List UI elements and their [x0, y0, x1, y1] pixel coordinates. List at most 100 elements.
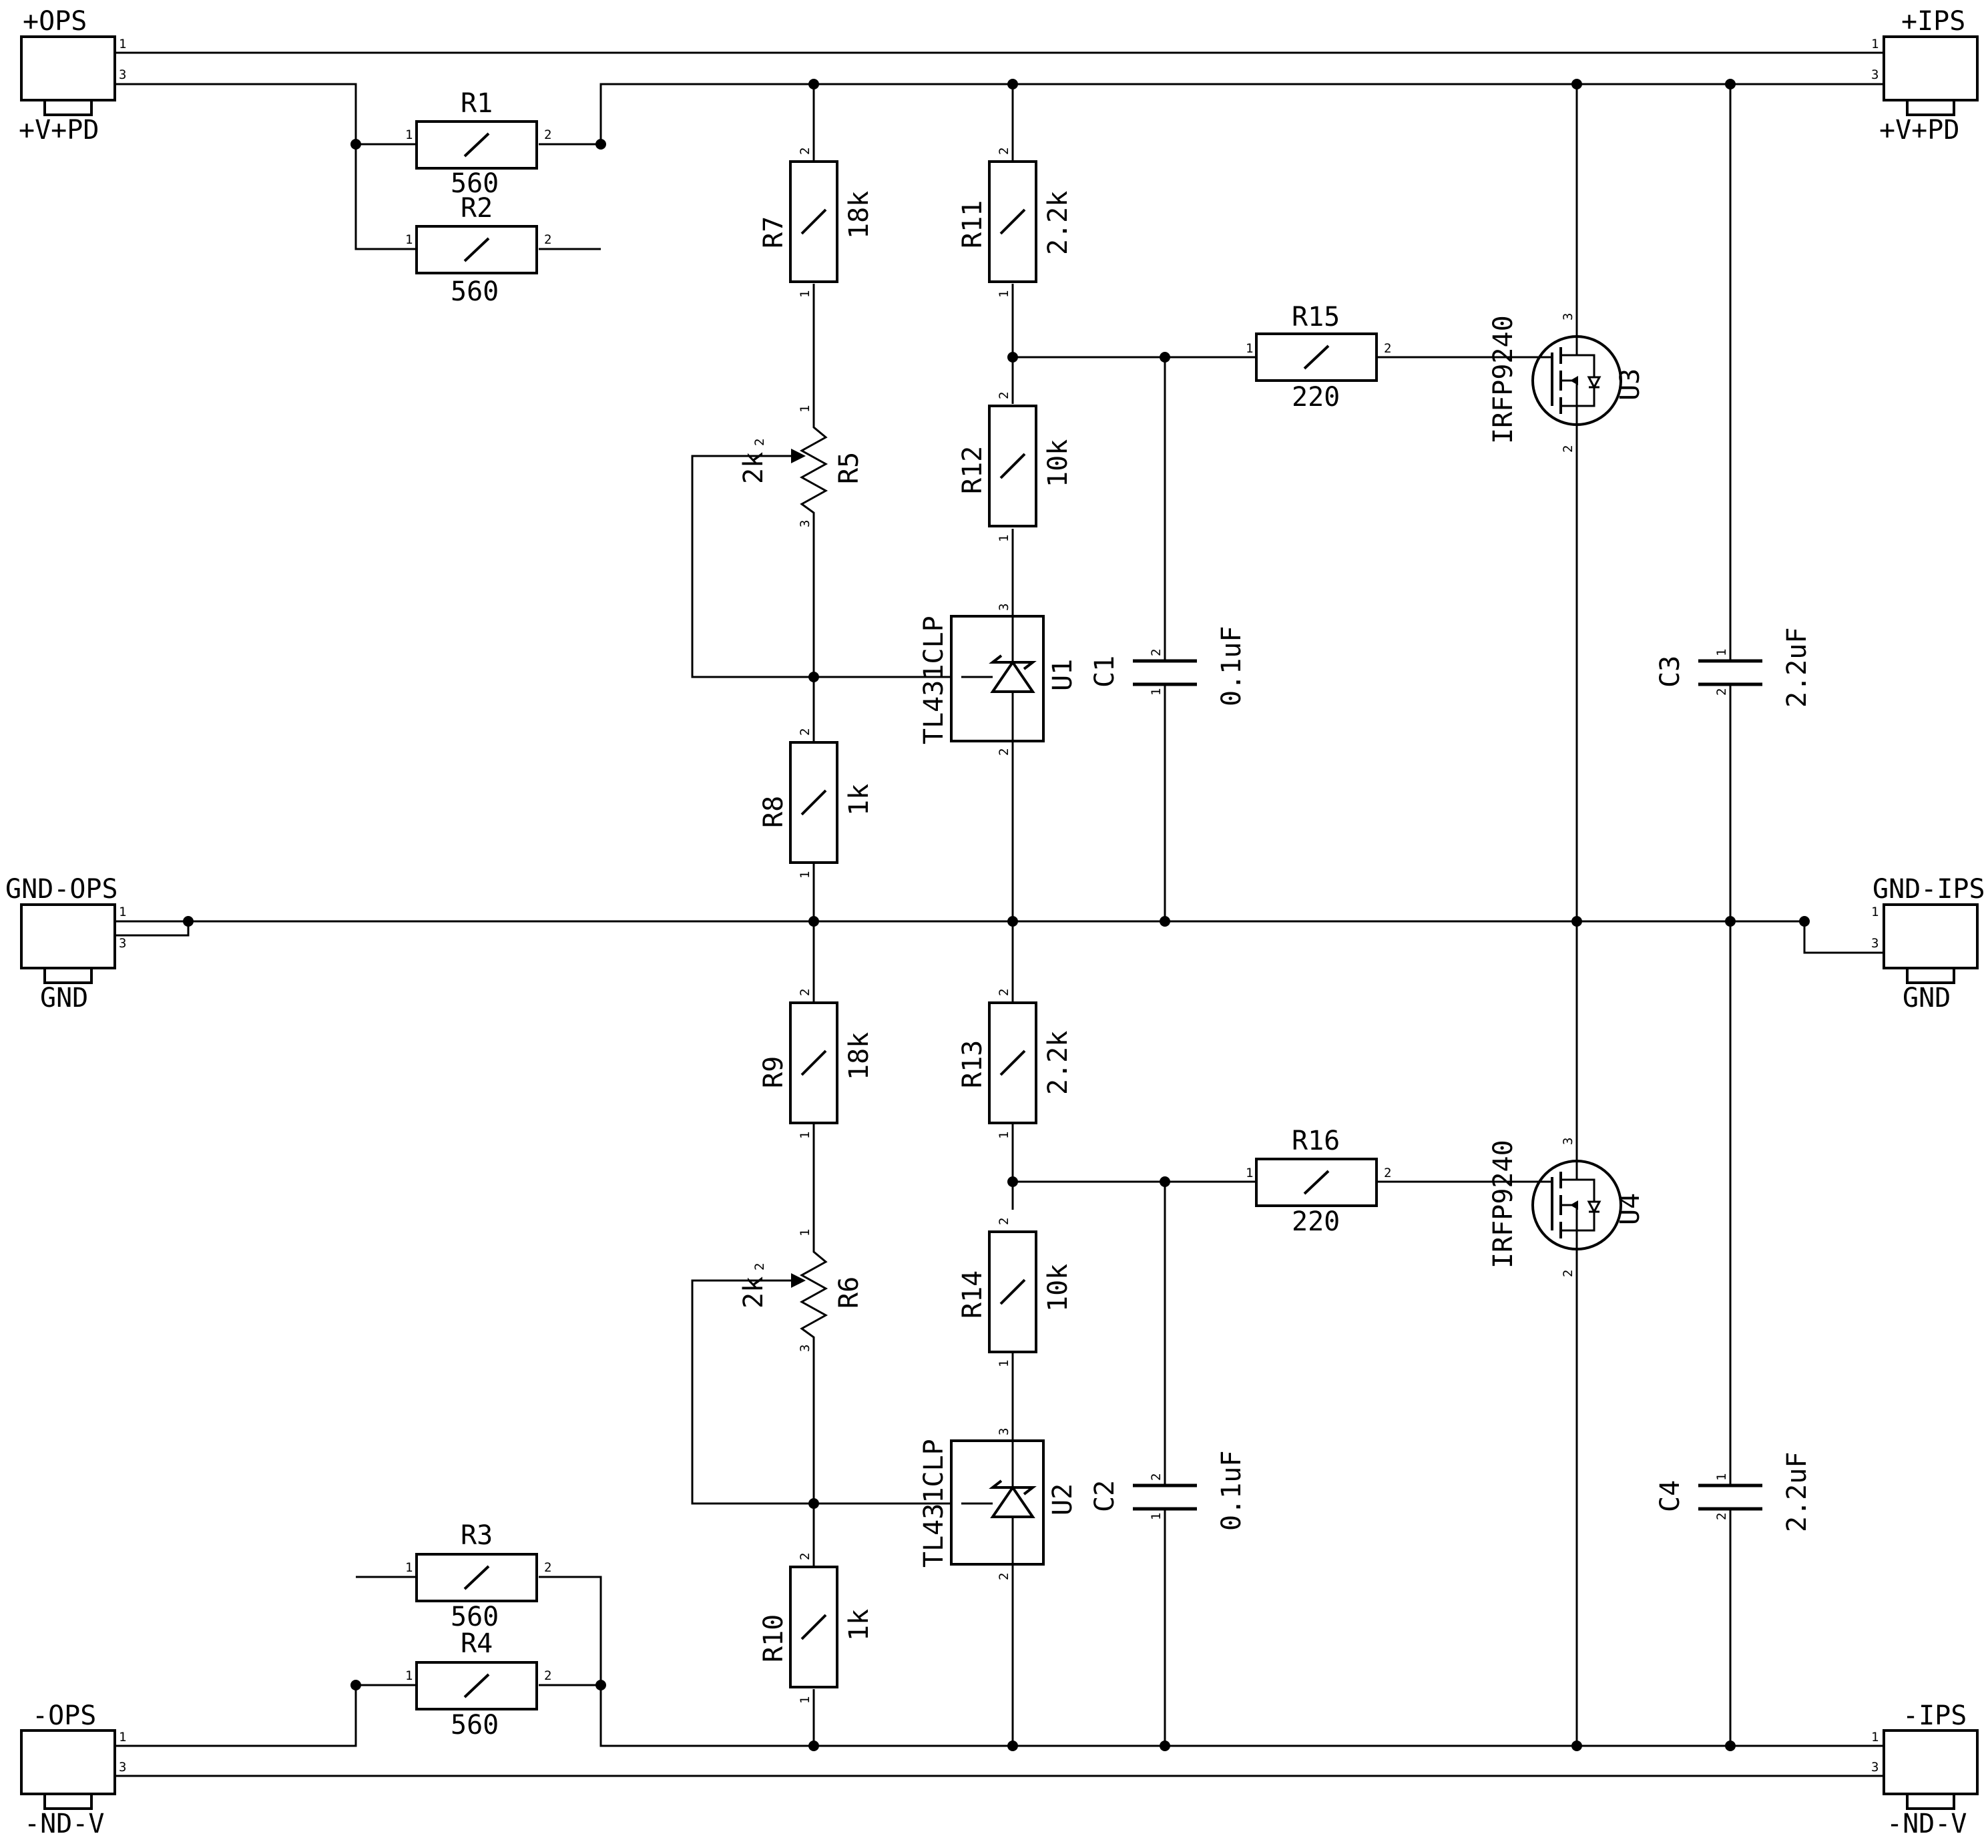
resistor-value: 220 — [1292, 1206, 1340, 1237]
connector-plus-ops: +OPS +V+PD 1 3 — [19, 6, 126, 146]
capacitor-ref: C3 — [1655, 656, 1686, 688]
resistor-r12: R12 10k 2 1 — [957, 392, 1073, 542]
regulator-ref: U1 — [1047, 659, 1078, 691]
resistor-r15: R15 220 1 2 — [1246, 302, 1391, 413]
resistor-value: 560 — [451, 168, 499, 199]
resistor-ref: R8 — [758, 796, 789, 828]
resistor-ref: R2 — [461, 193, 493, 224]
resistor-r1: R1 560 1 2 — [405, 88, 551, 199]
resistor-ref: R3 — [461, 1520, 493, 1551]
mosfet-ref: U4 — [1615, 1193, 1646, 1225]
pot-ref: R6 — [834, 1277, 864, 1309]
svg-text:1: 1 — [798, 1132, 812, 1139]
svg-text:1: 1 — [997, 1360, 1011, 1367]
svg-text:1: 1 — [405, 232, 413, 247]
svg-text:3: 3 — [119, 1760, 126, 1775]
svg-text:2: 2 — [798, 148, 812, 155]
resistor-r14: R14 10k 2 1 — [957, 1218, 1073, 1367]
svg-text:3: 3 — [119, 936, 126, 951]
svg-text:2: 2 — [798, 989, 812, 996]
resistor-r4: R4 560 1 2 — [405, 1628, 551, 1741]
connector-name: +OPS — [23, 6, 87, 37]
resistor-value: 220 — [1292, 382, 1340, 413]
capacitor-ref: C4 — [1655, 1480, 1686, 1512]
capacitor-value: 0.1uF — [1216, 626, 1247, 706]
svg-text:2: 2 — [997, 748, 1011, 756]
regulator-u1: TL431CLP U1 3 2 — [919, 604, 1078, 756]
resistor-r2: R2 560 1 2 — [405, 193, 551, 307]
regulator-part: TL431CLP — [919, 616, 949, 744]
connector-sub: -ND-V — [24, 1809, 104, 1839]
resistor-ref: R15 — [1292, 302, 1340, 332]
svg-text:3: 3 — [798, 520, 812, 527]
svg-text:2: 2 — [997, 1218, 1011, 1225]
svg-text:2: 2 — [544, 128, 551, 142]
svg-text:1: 1 — [1871, 1730, 1879, 1745]
resistor-value: 560 — [451, 1602, 499, 1632]
svg-text:2: 2 — [752, 1263, 767, 1270]
svg-text:1: 1 — [405, 128, 413, 142]
connector-minus-ops: -OPS -ND-V 1 3 — [20, 1700, 126, 1839]
svg-text:2: 2 — [544, 232, 551, 247]
svg-text:2: 2 — [1714, 1513, 1729, 1520]
capacitor-value: 2.2uF — [1782, 1452, 1812, 1532]
svg-text:2: 2 — [752, 439, 767, 446]
capacitor-ref: C2 — [1089, 1480, 1120, 1512]
connector-name: GND-OPS — [5, 874, 118, 905]
resistor-r16: R16 220 1 2 — [1246, 1126, 1391, 1237]
svg-text:1: 1 — [997, 535, 1011, 542]
resistor-ref: R4 — [461, 1628, 493, 1659]
mosfet-part: IRFP9240 — [1488, 1140, 1519, 1268]
resistor-r3: R3 560 1 2 — [405, 1520, 551, 1632]
svg-text:1: 1 — [798, 290, 812, 298]
capacitor-value: 2.2uF — [1782, 628, 1812, 708]
connector-plus-ips: +IPS +V+PD 1 3 — [1871, 6, 1979, 146]
potentiometer-r6: R6 2k 1 2 3 — [738, 1229, 864, 1352]
svg-text:2: 2 — [798, 728, 812, 736]
resistor-value: 1k — [844, 784, 875, 816]
svg-text:1: 1 — [798, 405, 812, 413]
svg-text:3: 3 — [1561, 313, 1575, 320]
svg-text:1: 1 — [798, 1229, 812, 1236]
mosfet-u3: IRFP9240 U3 3 2 — [1488, 313, 1646, 453]
svg-text:2: 2 — [544, 1668, 551, 1683]
svg-text:2: 2 — [544, 1560, 551, 1575]
connector-gnd-ops: GND-OPS GND 1 3 — [5, 874, 126, 1013]
regulator-ref: U2 — [1047, 1483, 1078, 1516]
svg-text:2: 2 — [798, 1553, 812, 1560]
mosfet-ref: U3 — [1615, 369, 1646, 401]
svg-text:3: 3 — [997, 1428, 1011, 1435]
svg-text:1: 1 — [1714, 1473, 1729, 1481]
resistor-ref: R7 — [758, 216, 789, 248]
pot-value: 2k — [738, 452, 769, 484]
svg-text:1: 1 — [119, 1730, 126, 1745]
svg-text:2: 2 — [997, 989, 1011, 996]
svg-text:1: 1 — [997, 290, 1011, 298]
svg-text:2: 2 — [1149, 1473, 1164, 1481]
svg-text:1: 1 — [1149, 688, 1164, 696]
svg-text:3: 3 — [997, 604, 1011, 611]
svg-text:3: 3 — [798, 1345, 812, 1352]
svg-text:2: 2 — [1714, 688, 1729, 696]
connector-name: GND-IPS — [1873, 874, 1985, 905]
mosfet-u4: IRFP9240 U4 3 2 — [1488, 1138, 1646, 1277]
svg-text:2: 2 — [1561, 445, 1575, 453]
svg-text:2: 2 — [1561, 1270, 1575, 1277]
svg-text:1: 1 — [119, 905, 126, 919]
svg-text:1: 1 — [1246, 341, 1253, 356]
svg-text:1: 1 — [405, 1668, 413, 1683]
resistor-ref: R1 — [461, 88, 493, 119]
potentiometer-r5: R5 2k 1 2 3 — [738, 405, 864, 527]
connector-name: +IPS — [1901, 6, 1965, 37]
resistor-r11: R11 2.2k 2 1 — [957, 148, 1073, 298]
resistor-value: 1k — [844, 1609, 875, 1641]
svg-text:3: 3 — [1561, 1138, 1575, 1145]
connector-name: -OPS — [32, 1700, 96, 1731]
junction-dots — [183, 79, 1810, 1751]
svg-text:3: 3 — [1871, 936, 1879, 951]
connector-name: -IPS — [1903, 1700, 1967, 1731]
svg-text:3: 3 — [1871, 67, 1879, 82]
svg-text:2: 2 — [997, 1573, 1011, 1580]
regulator-u2: TL431CLP U2 3 2 — [919, 1428, 1078, 1580]
